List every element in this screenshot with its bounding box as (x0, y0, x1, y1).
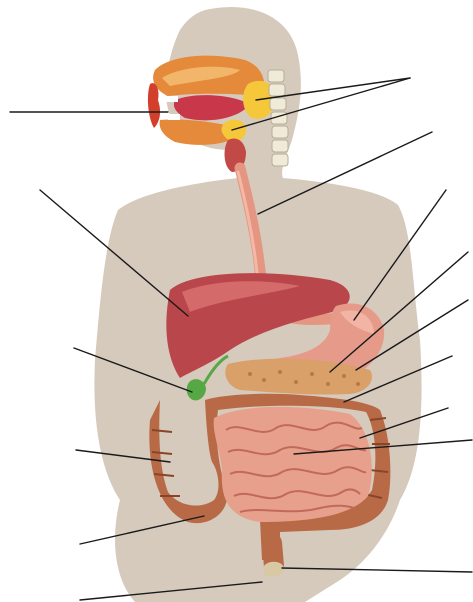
lips (148, 83, 160, 128)
